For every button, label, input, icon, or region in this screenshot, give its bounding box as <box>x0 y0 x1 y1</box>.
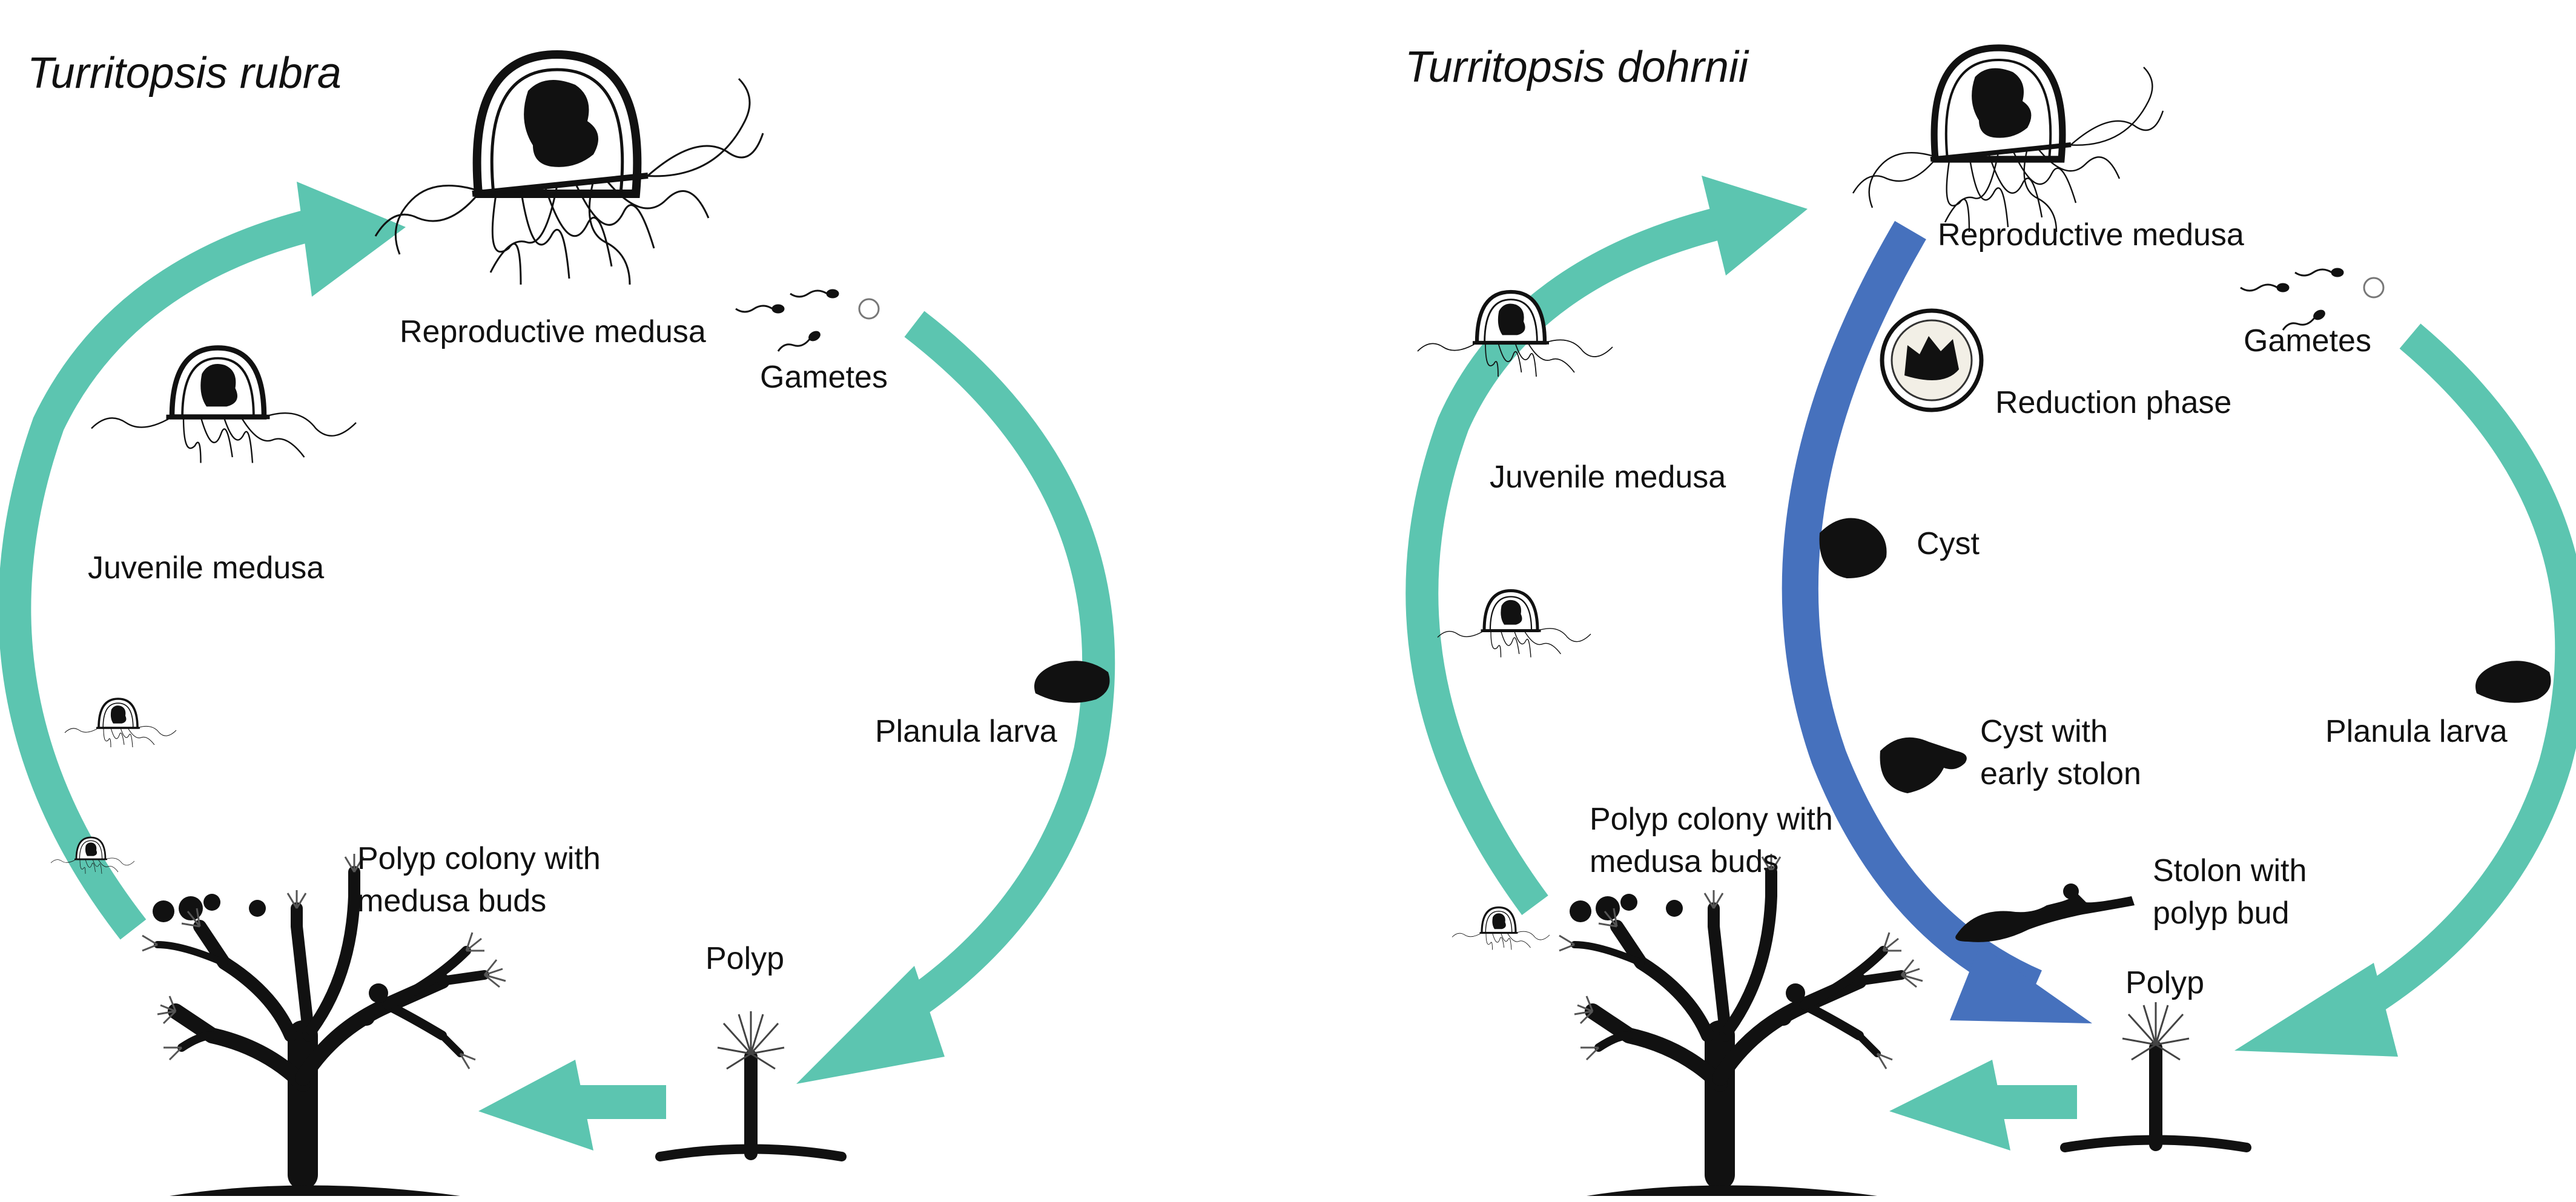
left-panel-title: Turritopsis rubra <box>27 49 342 97</box>
gametes-icon <box>735 289 880 352</box>
right-arrowhead-colony <box>1889 1060 2010 1151</box>
juvenile-medusa-icon <box>91 348 356 463</box>
reverse-development-arrowhead <box>1950 945 2092 1023</box>
left-label-reproductive-medusa: Reproductive medusa <box>400 314 706 349</box>
planula-larva-icon <box>1034 661 1110 703</box>
right-label-planula-larva: Planula larva <box>2325 714 2508 749</box>
right-arrow-juvenile-to-reproductive <box>1405 199 1760 916</box>
left-label-juvenile-medusa: Juvenile medusa <box>88 550 324 586</box>
right-polyp-colony-icon <box>1559 854 1923 1196</box>
right-juvenile-medusa-icon <box>1418 292 1613 377</box>
left-arrow-gametes-to-polyp <box>870 311 1115 1041</box>
right-label-gametes: Gametes <box>2244 323 2371 358</box>
right-arrow-gametes-to-polyp <box>2323 323 2576 1038</box>
right-planula-larva-icon <box>2475 661 2551 703</box>
stolon-polyp-bud-icon <box>1955 883 2135 942</box>
left-label-polyp-colony-line2: medusa buds <box>357 883 546 919</box>
cyst-early-stolon-icon <box>1880 737 1967 793</box>
right-label-stolon-line2: polyp bud <box>2153 896 2290 931</box>
right-bud-medusa-icon <box>1451 906 1551 951</box>
right-label-cyst-stolon-line2: early stolon <box>1980 756 2141 791</box>
right-gametes-icon <box>2239 268 2385 331</box>
right-panel-title: Turritopsis dohrnii <box>1405 43 1749 91</box>
right-arrowhead-reproductive <box>1702 176 1808 276</box>
right-label-polyp-colony-line2: medusa buds <box>1590 844 1778 879</box>
right-young-medusa-icon <box>1438 591 1591 658</box>
reverse-development-arrow <box>1782 220 2042 1004</box>
left-label-gametes: Gametes <box>760 360 888 395</box>
right-label-cyst: Cyst <box>1917 526 1980 561</box>
cyst-icon <box>1819 518 1887 578</box>
reduction-phase-icon <box>1880 308 1984 412</box>
right-label-polyp: Polyp <box>2125 965 2204 1000</box>
right-reproductive-medusa-icon <box>1853 48 2163 232</box>
left-label-planula-larva: Planula larva <box>875 714 1057 749</box>
right-label-reduction-phase: Reduction phase <box>1995 385 2231 420</box>
right-label-cyst-stolon-line1: Cyst with <box>1980 714 2108 749</box>
right-label-reproductive-medusa: Reproductive medusa <box>1938 217 2244 253</box>
left-arrow-juvenile-to-reproductive <box>0 208 319 940</box>
polyp-icon <box>660 1011 842 1157</box>
left-label-polyp: Polyp <box>705 941 784 976</box>
left-arrowhead-polyp <box>796 966 945 1084</box>
reproductive-medusa-icon <box>375 54 763 285</box>
left-arrowhead-reproductive <box>297 182 406 297</box>
right-label-stolon-line1: Stolon with <box>2153 853 2307 888</box>
right-polyp-icon <box>2065 1002 2247 1148</box>
left-arrowhead-colony <box>478 1060 593 1151</box>
right-label-juvenile-medusa: Juvenile medusa <box>1490 460 1726 495</box>
young-medusa-icon <box>64 698 177 748</box>
right-label-polyp-colony-line1: Polyp colony with <box>1590 802 1833 837</box>
right-panel: Turritopsis dohrnii <box>1405 43 2576 1196</box>
left-label-polyp-colony-line1: Polyp colony with <box>357 841 601 876</box>
left-panel: Turritopsis rubra Reproductive medusa Ga… <box>0 49 1115 1196</box>
right-arrowhead-polyp <box>2234 963 2398 1057</box>
